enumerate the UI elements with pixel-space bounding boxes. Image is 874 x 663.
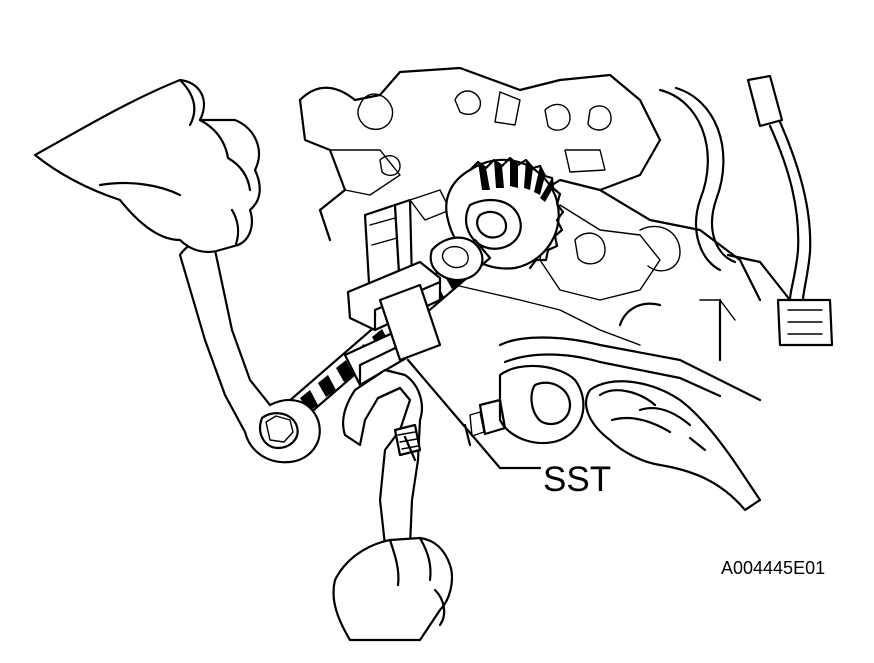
fitting-knob xyxy=(463,364,585,447)
box-wrench xyxy=(178,242,321,464)
adjustable-wrench xyxy=(341,368,423,547)
sst-puller-body xyxy=(343,198,442,387)
sst-leader-line xyxy=(406,358,502,470)
hand-top-left xyxy=(33,78,261,254)
lower-bracket xyxy=(498,298,762,402)
hand-right xyxy=(585,380,762,512)
figure-code: A004445E01 xyxy=(721,558,825,578)
sst-callout-label: SST xyxy=(543,460,611,499)
hand-bottom xyxy=(332,536,454,642)
hoses-and-cables xyxy=(658,74,834,347)
